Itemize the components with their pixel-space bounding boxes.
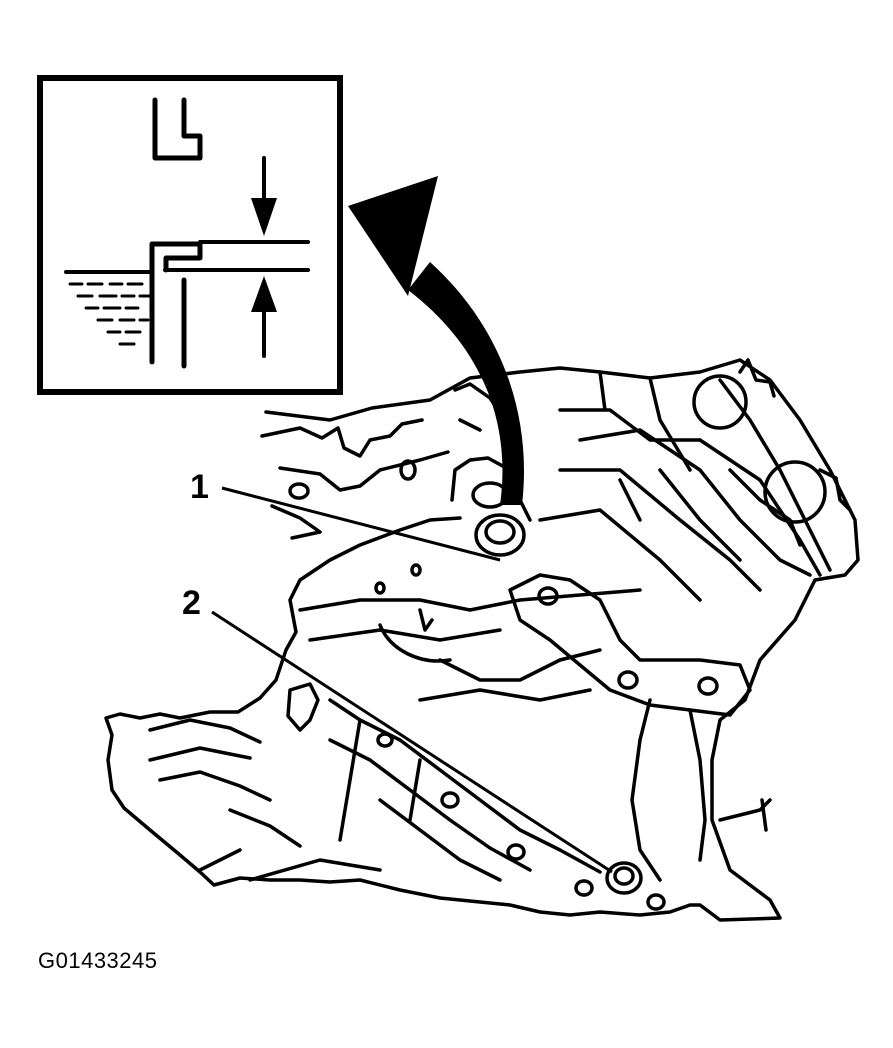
leader-line-2 <box>211 610 613 874</box>
oil-level-inset <box>37 75 343 395</box>
callout-label-1: 1 <box>190 468 209 506</box>
curved-arrow-head <box>348 176 438 296</box>
inset-frame <box>37 75 343 395</box>
measure-arrow-bottom-head <box>251 276 277 312</box>
callout-label-2: 2 <box>182 584 201 622</box>
measure-arrow-top-head <box>251 198 277 236</box>
fill-hole-wall <box>149 241 203 369</box>
plug-profile-upper <box>152 97 203 161</box>
figure-id-label: G01433245 <box>38 948 158 973</box>
leader-line-1 <box>221 486 501 562</box>
fluid-wave-marks <box>68 282 152 346</box>
transmission-case-drawing <box>104 358 860 922</box>
